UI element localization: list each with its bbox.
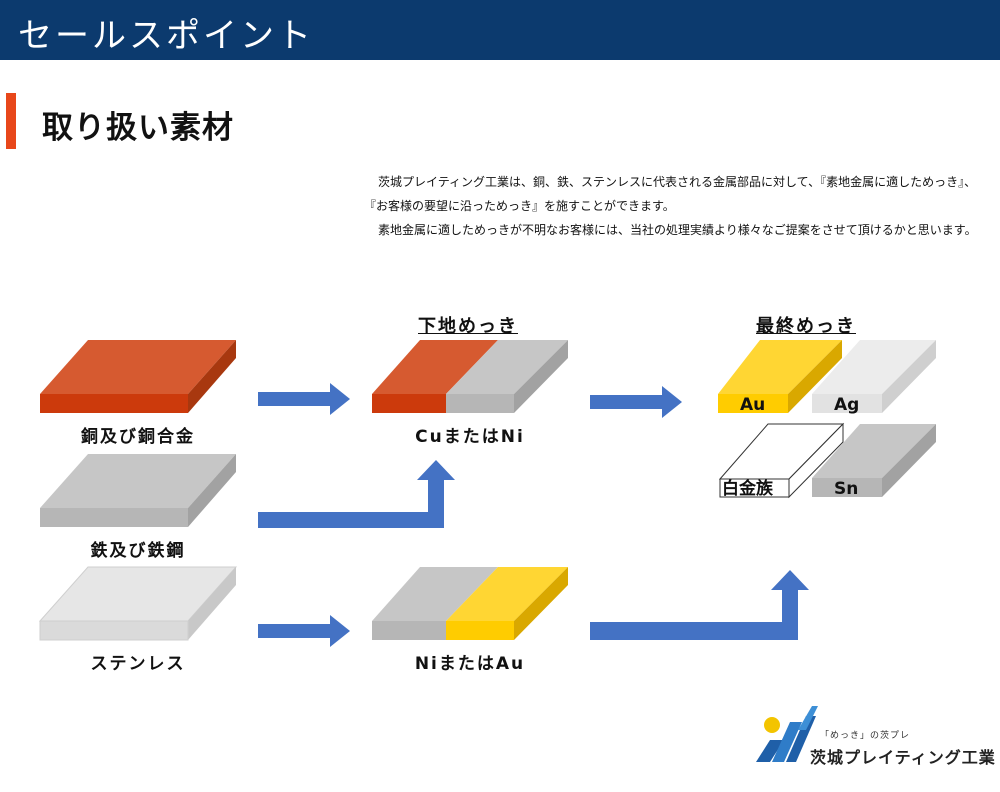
header-title: セールスポイント: [18, 16, 314, 56]
arrow-stainless-to-undercoat: [258, 615, 350, 647]
column-title-undercoat: 下地めっき: [418, 316, 518, 337]
final-au-label: Au: [740, 395, 765, 415]
undercoat-ni-au-slab: [372, 567, 568, 640]
label-cu-or-ni: CuまたはNi: [415, 427, 525, 447]
company-logo-mark: [756, 706, 818, 762]
arrow-iron-to-undercoat: [258, 460, 455, 528]
final-pt-group-block: 白金族: [718, 422, 845, 499]
arrow-ni-au-to-final: [590, 570, 809, 640]
final-au-block: Au: [718, 340, 842, 415]
label-ni-or-au: NiまたはAu: [414, 654, 526, 674]
final-sn-block: Sn: [812, 424, 936, 499]
intro-text: 茨城プレイティング工業は、銅、鉄、ステンレスに代表される金属部品に対して、『素地…: [364, 170, 984, 242]
final-sn-label: Sn: [834, 479, 858, 499]
section-title: 取り扱い素材: [42, 110, 234, 146]
intro-paragraph-2: 素地金属に適しためっきが不明なお客様には、当社の処理実績より様々なご提案をさせて…: [378, 223, 977, 237]
label-stainless: ステンレス: [90, 654, 186, 674]
final-ag-label: Ag: [834, 395, 859, 415]
arrow-copper-to-undercoat: [258, 383, 350, 415]
label-iron: 鉄及び鉄鋼: [90, 541, 186, 561]
undercoat-cu-ni-slab: [372, 340, 568, 413]
copper-slab: [40, 340, 236, 413]
iron-slab: [40, 454, 236, 527]
arrow-undercoat-to-final: [590, 386, 682, 418]
header-bar: セールスポイント: [0, 0, 1000, 60]
label-copper: 銅及び銅合金: [81, 427, 195, 447]
section-accent-bar: [6, 93, 16, 149]
intro-paragraph-1: 茨城プレイティング工業は、銅、鉄、ステンレスに代表される金属部品に対して、『素地…: [364, 175, 977, 213]
logo-tagline: 「めっき」の茨プレ: [820, 731, 911, 741]
logo-company-name: 茨城プレイティング工業: [810, 748, 996, 767]
stainless-slab: [38, 566, 238, 641]
final-pt-group-label: 白金族: [722, 478, 774, 499]
final-ag-block: Ag: [812, 340, 936, 415]
column-title-final: 最終めっき: [756, 316, 856, 337]
